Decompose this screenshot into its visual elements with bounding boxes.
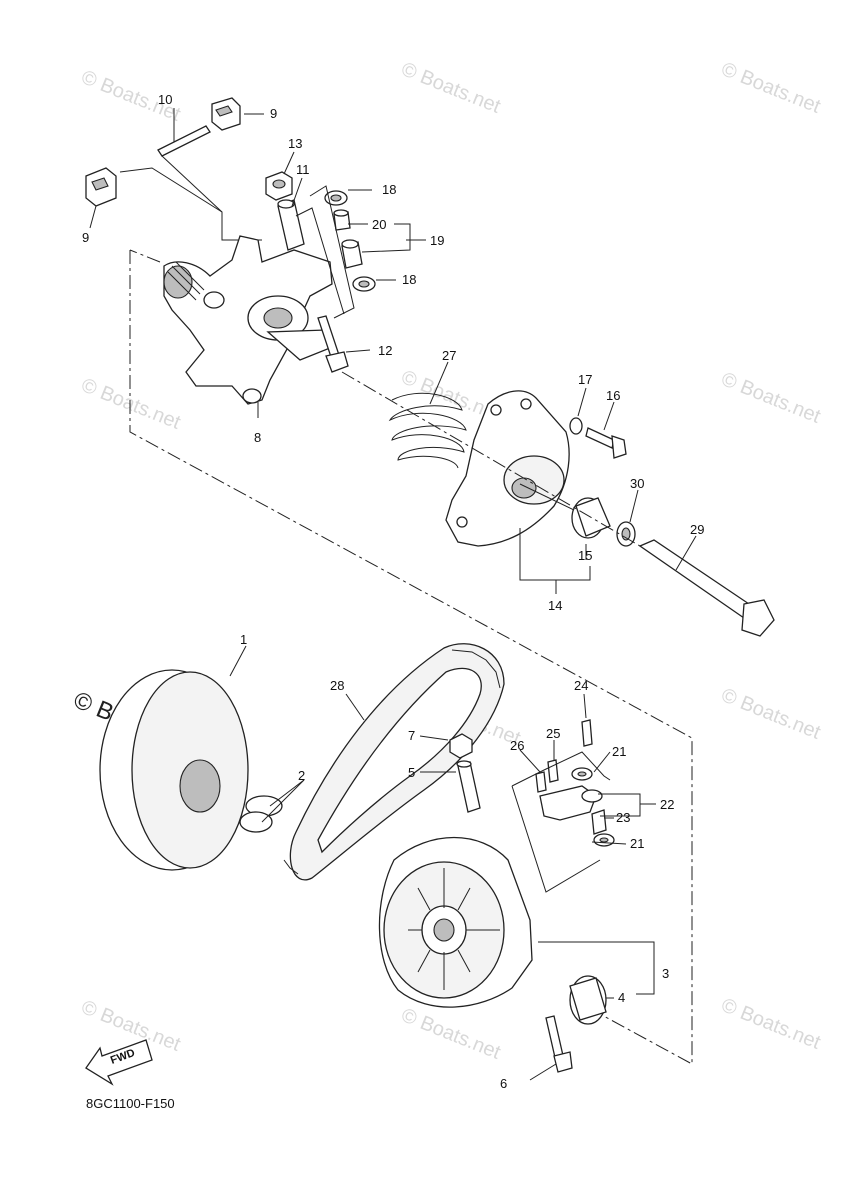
watermark: © Boats.net — [718, 994, 824, 1054]
diagram-code: 8GC1100-F150 — [86, 1096, 175, 1111]
guide-line — [519, 528, 591, 581]
callout-16: 16 — [606, 388, 620, 403]
guide-line — [295, 207, 345, 315]
callout-21: 21 — [630, 836, 644, 851]
callout-29: 29 — [690, 522, 704, 537]
callout-27: 27 — [442, 348, 456, 363]
collar-part-11 — [277, 199, 305, 251]
callout-25: 25 — [546, 726, 560, 741]
bushing-part-20 — [333, 209, 351, 231]
screw-part-26 — [535, 771, 547, 793]
roller-part-19 — [341, 239, 363, 269]
washer-part-17 — [569, 417, 583, 435]
collar-part-5 — [456, 760, 481, 813]
watermark: © Boats.net — [398, 58, 504, 118]
watermark: © Boats.net — [718, 58, 824, 118]
washer-part-21-bottom — [593, 833, 615, 847]
bolt-part-12 — [317, 315, 349, 373]
callout-28: 28 — [330, 678, 344, 693]
spring-part-27 — [388, 392, 467, 469]
callout-30: 30 — [630, 476, 644, 491]
nut-part-13 — [265, 171, 293, 201]
cam-part-14 — [445, 390, 570, 547]
washer-part-21-top — [571, 767, 593, 781]
callout-17: 17 — [578, 372, 592, 387]
assembly-outlines — [129, 249, 693, 1065]
sheave-part-1 — [99, 669, 249, 871]
callout-22: 22 — [660, 797, 674, 812]
callout-9: 9 — [270, 106, 277, 121]
fwd-arrow-icon: FWD — [85, 1039, 153, 1086]
callout-26: 26 — [510, 738, 524, 753]
callout-18: 18 — [382, 182, 396, 197]
callout-6: 6 — [500, 1076, 507, 1091]
spider-part-8 — [163, 235, 333, 405]
callout-14: 14 — [548, 598, 562, 613]
callout-15: 15 — [578, 548, 592, 563]
callout-1: 1 — [240, 632, 247, 647]
axis-line — [341, 371, 641, 547]
pin-part-10 — [157, 125, 211, 157]
callout-13: 13 — [288, 136, 302, 151]
callout-7: 7 — [408, 728, 415, 743]
callout-10: 10 — [158, 92, 172, 107]
callout-20: 20 — [372, 217, 386, 232]
guide-line — [538, 941, 655, 995]
watermark: © Boats.net — [78, 374, 184, 434]
washer-part-18-top — [324, 190, 348, 206]
callout-23: 23 — [616, 810, 630, 825]
watermark: © Boats.net — [398, 1004, 504, 1064]
weight-part-9-top — [211, 97, 241, 131]
plate-part-22 — [539, 785, 603, 821]
callout-3: 3 — [662, 966, 669, 981]
nut-part-7 — [449, 733, 473, 759]
callout-21: 21 — [612, 744, 626, 759]
guide-line — [119, 167, 262, 241]
callout-4: 4 — [618, 990, 625, 1005]
bolt-part-16 — [585, 427, 627, 459]
sheave-part-3 — [378, 836, 533, 1008]
bolt-part-29 — [638, 539, 775, 637]
callout-18: 18 — [402, 272, 416, 287]
bolt-part-6 — [545, 1015, 573, 1073]
callout-24: 24 — [574, 678, 588, 693]
guide-line — [511, 751, 611, 787]
callout-9: 9 — [82, 230, 89, 245]
callouts: 10 9 9 13 11 18 20 19 18 12 27 17 16 8 3… — [82, 92, 704, 1091]
leader-lines — [89, 108, 697, 1081]
callout-19: 19 — [430, 233, 444, 248]
roller-part-23 — [591, 809, 607, 835]
weight-part-9-left — [85, 167, 117, 207]
belt-part-28 — [283, 643, 505, 881]
washer-part-30 — [616, 521, 636, 547]
watermark: © Boats.net — [718, 368, 824, 428]
screw-part-25 — [547, 759, 559, 783]
guide-line — [511, 785, 601, 893]
callout-11: 11 — [296, 162, 310, 177]
callout-5: 5 — [408, 765, 415, 780]
callout-2: 2 — [298, 768, 305, 783]
bushing-part-4 — [569, 975, 607, 1025]
washer-part-18-bottom — [352, 276, 376, 292]
bolt-part-24 — [581, 719, 593, 747]
axis-line — [519, 483, 575, 511]
bushing-part-15 — [571, 497, 611, 539]
callout-8: 8 — [254, 430, 261, 445]
guide-line — [161, 155, 223, 213]
callout-12: 12 — [378, 343, 392, 358]
watermark: © Boats.net — [718, 684, 824, 744]
